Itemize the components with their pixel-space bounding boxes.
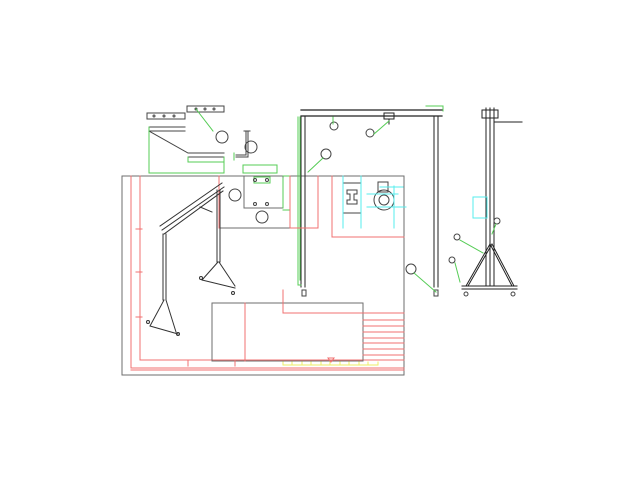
border-ticks: [135, 228, 143, 318]
front-view: [289, 105, 444, 297]
isometric-view: [146, 182, 236, 336]
base-plate-view: [218, 164, 319, 229]
side-view: [448, 107, 523, 297]
title-block: [187, 289, 405, 367]
bracket-detail: [233, 130, 258, 161]
gusset-detail: [148, 126, 225, 174]
trolley-detail: [342, 175, 407, 229]
drawing-sheet: [121, 175, 405, 376]
top-plate-detail: [146, 105, 229, 144]
